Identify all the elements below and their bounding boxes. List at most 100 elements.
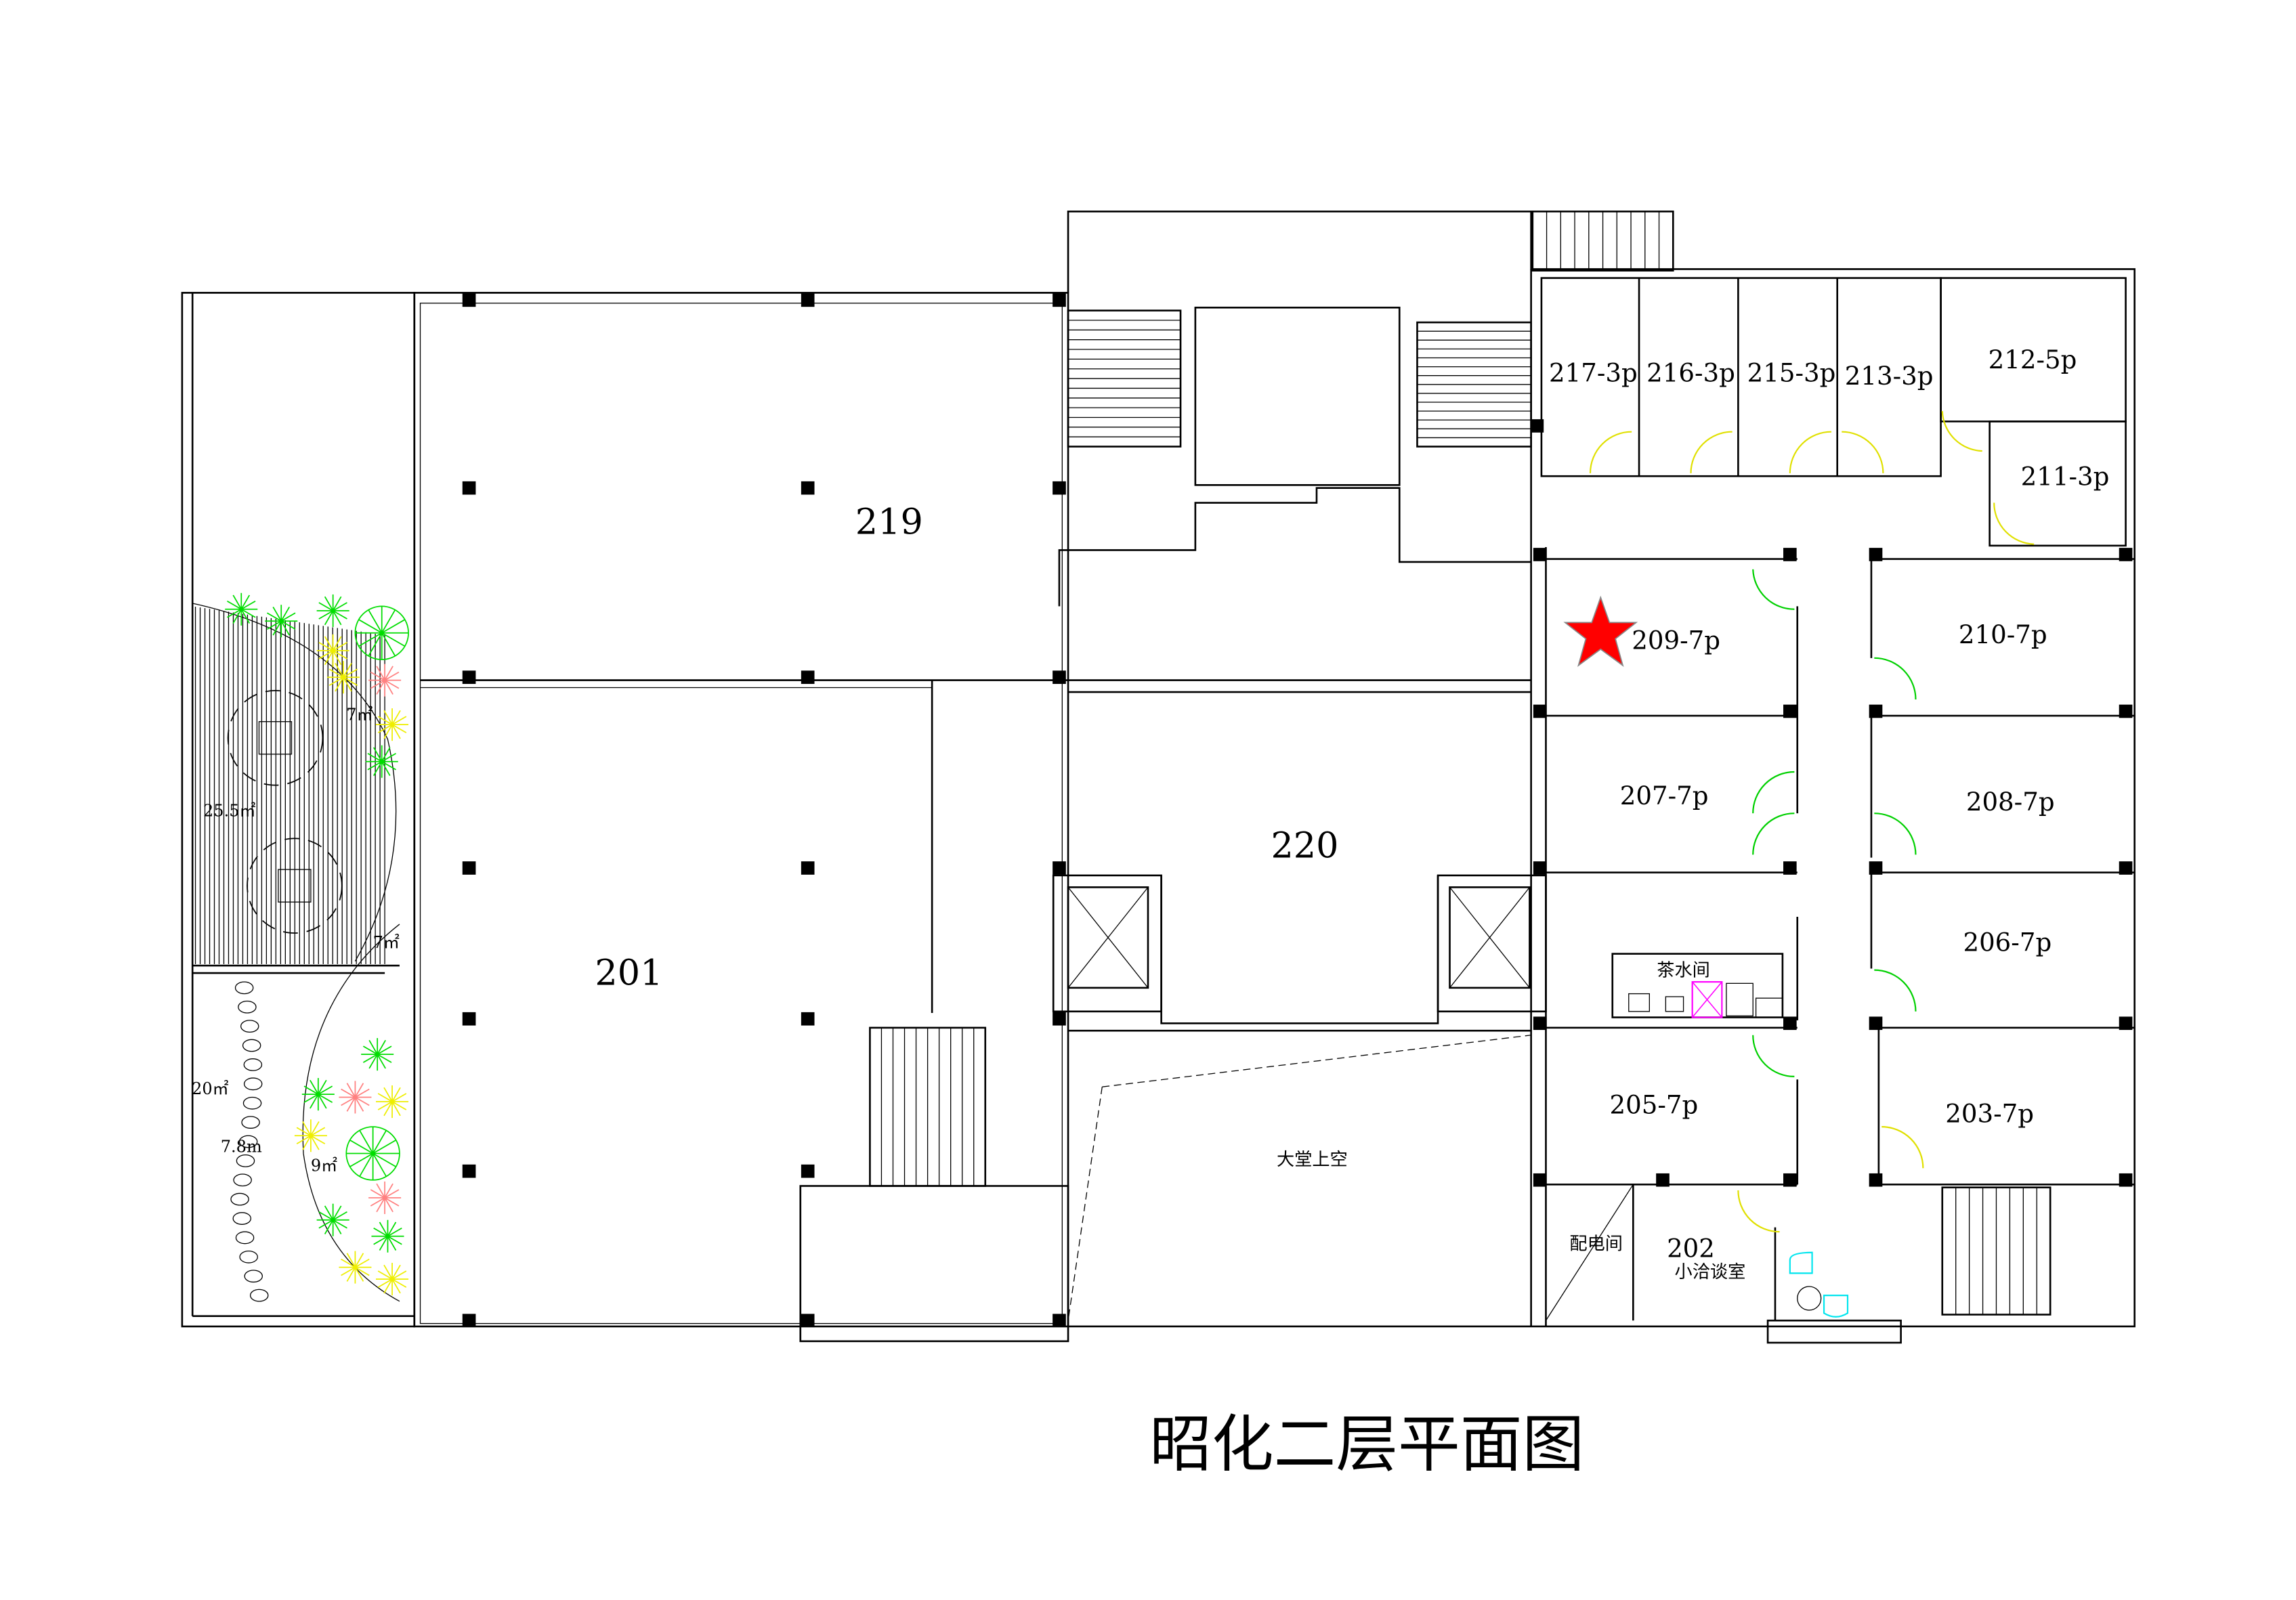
plant-leaf — [381, 632, 396, 657]
plant-leaf — [303, 1094, 319, 1103]
plant-leaf — [391, 1101, 407, 1110]
plant-leaf — [384, 1197, 400, 1207]
column — [1869, 704, 1883, 718]
column — [2119, 1016, 2133, 1031]
plant-leaf — [384, 680, 394, 695]
column — [1053, 1314, 1066, 1328]
column — [1533, 861, 1547, 875]
column — [2119, 1173, 2133, 1187]
plant-leaf — [377, 1054, 386, 1069]
plant-leaf — [328, 668, 344, 678]
stepping-stone — [243, 1077, 263, 1091]
column — [1783, 861, 1797, 875]
plant-leaf — [373, 1235, 388, 1245]
plant-leaf — [346, 1097, 356, 1112]
plant-leaf — [387, 1236, 397, 1251]
plant-leaf — [373, 761, 383, 776]
plant-leaf — [383, 724, 393, 739]
plant-leaf — [346, 1253, 356, 1268]
plant-leaf — [333, 602, 347, 611]
plant-leaf — [381, 760, 396, 771]
plant-leaf — [310, 1135, 320, 1150]
room-209: 209-7p — [1632, 626, 1720, 655]
plant-leaf — [377, 1054, 392, 1063]
plant-leaf — [324, 596, 334, 611]
plant-leaf — [280, 607, 290, 622]
stepping-stone — [235, 1231, 255, 1245]
plant-leaf — [376, 1183, 385, 1198]
plant-leaf — [354, 1258, 370, 1268]
plant-leaf — [377, 1101, 393, 1110]
column — [2119, 704, 2133, 718]
column — [801, 861, 815, 875]
deck-area-label: 25.5㎡ — [203, 802, 256, 821]
plant-leaf — [367, 752, 383, 762]
power-room-label: 配电间 — [1569, 1234, 1623, 1254]
plant-leaf — [318, 1079, 327, 1095]
gravel-area-label: 20㎡ — [192, 1079, 229, 1098]
plant-leaf — [391, 1270, 407, 1280]
wood-deck — [194, 607, 385, 964]
plant-leaf — [280, 620, 296, 630]
column — [462, 1012, 476, 1026]
plant-leaf — [341, 1088, 356, 1098]
column — [462, 293, 476, 307]
room-217: 217-3p — [1549, 358, 1638, 387]
plant-icon — [225, 592, 258, 626]
plant-leaf — [333, 650, 347, 660]
plant-leaf — [391, 1093, 407, 1102]
stepping-stone — [238, 1135, 258, 1148]
plant-leaf — [346, 1267, 356, 1282]
plant-leaf — [341, 1258, 356, 1268]
stepping-stone — [240, 1020, 259, 1033]
plant-leaf — [377, 1270, 393, 1280]
plant-icon — [316, 634, 349, 667]
plant-leaf — [379, 1236, 389, 1251]
plant-leaf — [377, 724, 393, 733]
plant-leaf — [376, 666, 385, 681]
stepping-stone — [232, 1212, 252, 1225]
column — [1533, 548, 1547, 561]
column — [462, 1314, 476, 1328]
plant-leaf — [376, 1197, 385, 1213]
plant-leaf — [367, 760, 383, 771]
path-length-label: 7.8m — [221, 1137, 262, 1156]
column — [1656, 1173, 1670, 1187]
plant-leaf — [368, 1039, 378, 1055]
plant-leaf — [302, 1135, 312, 1150]
lobby-void-label: 大堂上空 — [1277, 1150, 1348, 1170]
room-206: 206-7p — [1963, 928, 2051, 957]
plant-icon — [326, 661, 360, 694]
plant-leaf — [318, 1094, 333, 1103]
plant-icon — [375, 708, 409, 741]
plant-leaf — [332, 650, 342, 666]
plant-leaf — [266, 620, 282, 630]
plant-leaf — [383, 1278, 393, 1294]
plant-leaf — [335, 662, 344, 678]
column — [1783, 1016, 1797, 1031]
plant-leaf — [318, 1219, 334, 1229]
plant-leaf — [324, 636, 334, 651]
plant-leaf — [333, 642, 347, 651]
plant-leaf — [387, 1221, 397, 1237]
plant-leaf — [296, 1135, 312, 1145]
plant-icon — [361, 1038, 394, 1071]
plant-leaf — [383, 1101, 393, 1117]
room-210: 210-7p — [1959, 620, 2047, 649]
plant-leaf — [368, 632, 383, 657]
column — [1783, 1173, 1797, 1187]
plant-leaf — [318, 610, 334, 620]
doors — [1589, 411, 2035, 1233]
plant-leaf — [280, 620, 290, 636]
plant-leaf — [333, 610, 347, 620]
plant-icon — [316, 594, 349, 627]
plant-leaf — [391, 1264, 401, 1280]
plant-leaf — [370, 1197, 385, 1207]
room-219: 219 — [855, 501, 923, 542]
plant-leaf — [384, 666, 394, 681]
plant-leaf — [354, 1267, 364, 1282]
room-215: 215-3p — [1747, 358, 1836, 387]
plant-leaf — [354, 1083, 364, 1098]
column — [1533, 1173, 1547, 1187]
staircases — [869, 210, 2051, 1316]
